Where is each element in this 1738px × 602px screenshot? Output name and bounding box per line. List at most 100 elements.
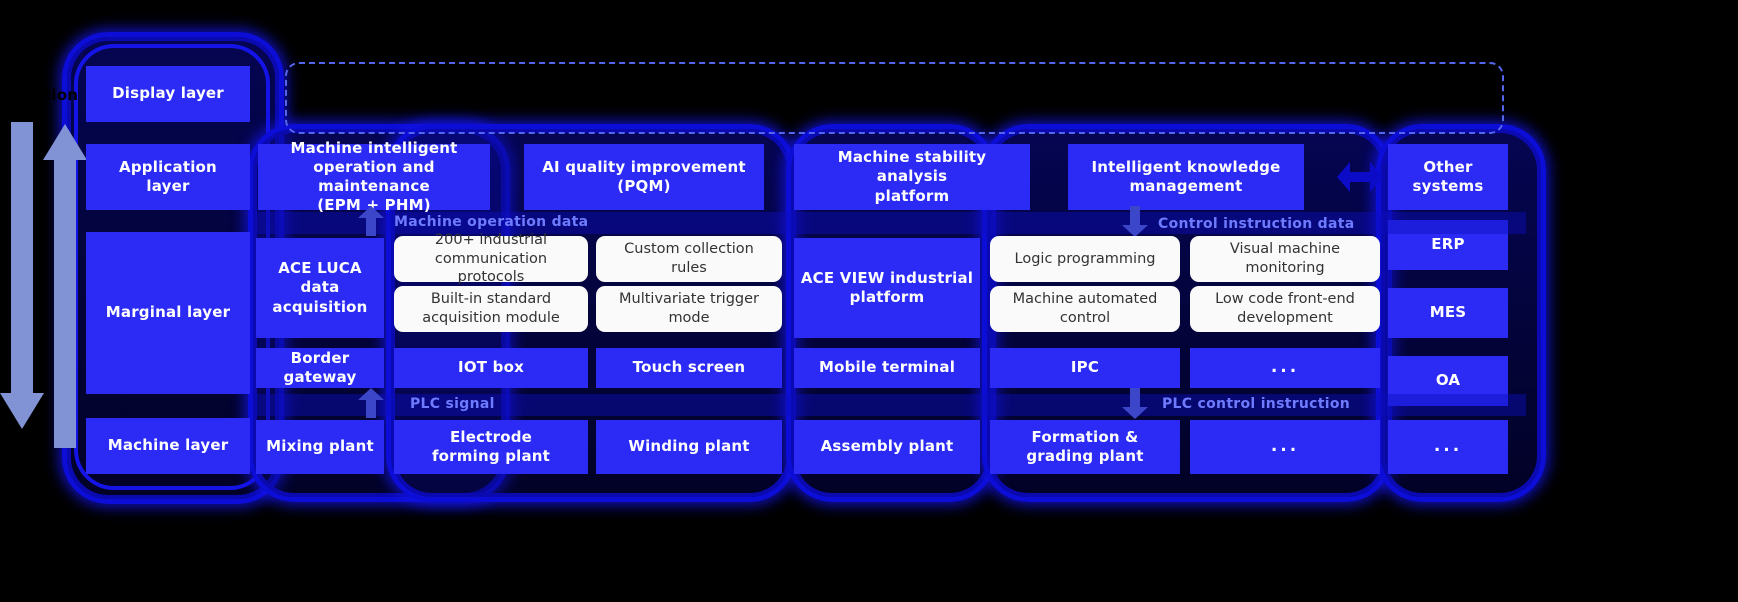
- marginal-card-visual-monitoring-line2: monitoring: [1245, 260, 1325, 276]
- bidirectional-arrow-icon: [1337, 162, 1383, 192]
- app-tile-knowledge-line2: management: [1129, 177, 1243, 195]
- machine-tile-electrode-plant-line2: forming plant: [431, 447, 551, 465]
- flow-band-upper: [256, 212, 1526, 234]
- right-tile-other-systems-line1: Other: [1423, 157, 1473, 176]
- marginal-tile-ace-view-line2: platform: [849, 288, 925, 306]
- right-tile-oa-text: OA: [1435, 371, 1461, 390]
- marginal-card-logic-programming-text: Logic programming: [1014, 250, 1156, 267]
- marginal-tile-ace-luca[interactable]: ACE LUCA data acquisition: [256, 238, 384, 338]
- marginal-tile-ace-luca-line1: ACE LUCA data: [278, 259, 362, 297]
- layer-label-marginal: Marginal layer: [86, 232, 250, 394]
- down-arrow-head: [0, 393, 44, 429]
- marginal-card-visual-monitoring-line1: Visual machine: [1229, 241, 1341, 258]
- marginal-card-low-code[interactable]: Low code front-end development: [1190, 286, 1380, 332]
- marginal-card-protocols-line2: communication protocols: [434, 250, 548, 286]
- device-tile-border-gateway[interactable]: Border gateway: [256, 348, 384, 388]
- device-tile-mobile-terminal[interactable]: Mobile terminal: [794, 348, 980, 388]
- machine-tile-more-right-text: ...: [1433, 436, 1463, 457]
- marginal-card-standard-module-line1: Built-in standard: [430, 291, 552, 308]
- machine-tile-mixing-plant-text: Mixing plant: [266, 437, 374, 456]
- marginal-card-logic-programming[interactable]: Logic programming: [990, 236, 1180, 282]
- app-tile-pqm-line2: (PQM): [617, 177, 671, 195]
- marginal-card-collection-rules[interactable]: Custom collection rules: [596, 236, 782, 282]
- plc-signal-arrow-icon: [358, 388, 384, 418]
- cut-off-label: tion: [44, 86, 79, 104]
- flow-label-control-instruction-data: Control instruction data: [1158, 216, 1355, 232]
- machine-tile-electrode-plant-line1: Electrode: [449, 427, 533, 446]
- machine-tile-more[interactable]: ...: [1190, 420, 1380, 474]
- right-tile-mes-text: MES: [1429, 303, 1467, 322]
- left-flow-arrows: [0, 60, 120, 530]
- machine-tile-winding-plant[interactable]: Winding plant: [596, 420, 782, 474]
- marginal-card-protocols[interactable]: 200+ industrial communication protocols: [394, 232, 588, 285]
- marginal-card-standard-module[interactable]: Built-in standard acquisition module: [394, 286, 588, 332]
- marginal-tile-ace-luca-line2: acquisition: [272, 297, 368, 316]
- marginal-card-protocols-line1: 200+ industrial: [434, 232, 548, 249]
- device-tile-border-gateway-text: Border gateway: [283, 348, 357, 386]
- marginal-card-automated-control-line1: Machine automated: [1012, 291, 1158, 308]
- app-tile-knowledge-line1: Intelligent knowledge: [1091, 157, 1281, 176]
- marginal-tile-ace-view[interactable]: ACE VIEW industrial platform: [794, 238, 980, 338]
- device-tile-mobile-terminal-text: Mobile terminal: [818, 358, 956, 377]
- flow-label-plc-control-instruction: PLC control instruction: [1162, 396, 1351, 412]
- machine-tile-winding-plant-text: Winding plant: [628, 437, 750, 456]
- flow-label-plc-signal: PLC signal: [410, 396, 495, 412]
- right-tile-mes[interactable]: MES: [1388, 288, 1508, 338]
- right-tile-other-systems[interactable]: Other systems: [1388, 144, 1508, 210]
- layer-label-application-line2: layer: [146, 177, 190, 195]
- layer-label-display: Display layer: [86, 66, 250, 122]
- machine-tile-assembly-plant[interactable]: Assembly plant: [794, 420, 980, 474]
- app-tile-epm-phm-line2: operation and maintenance: [313, 157, 435, 195]
- layer-label-application-line1: Application: [119, 157, 217, 176]
- device-tile-more[interactable]: ...: [1190, 348, 1380, 388]
- flow-band-lower: [256, 394, 1526, 416]
- layer-label-marginal-text: Marginal layer: [105, 303, 231, 322]
- right-tile-erp-text: ERP: [1431, 235, 1465, 254]
- app-tile-stability-line2: platform: [874, 186, 950, 205]
- app-tile-knowledge[interactable]: Intelligent knowledge management: [1068, 144, 1304, 210]
- machine-tile-formation-plant[interactable]: Formation & grading plant: [990, 420, 1180, 474]
- machine-operation-data-arrow-icon: [358, 206, 384, 236]
- device-tile-more-text: ...: [1270, 357, 1300, 378]
- marginal-tile-ace-view-line1: ACE VIEW industrial: [800, 268, 974, 287]
- down-arrow-stem: [11, 122, 33, 397]
- device-tile-iot-box[interactable]: IOT box: [394, 348, 588, 388]
- device-tile-touch-screen[interactable]: Touch screen: [596, 348, 782, 388]
- marginal-card-automated-control[interactable]: Machine automated control: [990, 286, 1180, 332]
- marginal-card-visual-monitoring[interactable]: Visual machine monitoring: [1190, 236, 1380, 282]
- app-tile-epm-phm-line1: Machine intelligent: [290, 138, 458, 157]
- display-layer-dashed-frame: [285, 62, 1504, 134]
- marginal-card-standard-module-line2: acquisition module: [422, 310, 560, 326]
- device-tile-touch-screen-text: Touch screen: [632, 358, 746, 377]
- app-tile-stability[interactable]: Machine stability analysis platform: [794, 144, 1030, 210]
- marginal-card-trigger-mode[interactable]: Multivariate trigger mode: [596, 286, 782, 332]
- device-tile-ipc[interactable]: IPC: [990, 348, 1180, 388]
- marginal-card-automated-control-line2: control: [1059, 310, 1111, 326]
- marginal-card-collection-rules-line1: Custom collection: [624, 241, 754, 258]
- marginal-card-trigger-mode-line2: mode: [668, 310, 710, 326]
- flow-label-machine-operation-data: Machine operation data: [394, 214, 589, 230]
- machine-tile-formation-plant-line2: grading plant: [1026, 447, 1144, 465]
- marginal-card-trigger-mode-line1: Multivariate trigger: [619, 291, 759, 308]
- app-tile-epm-phm-line3: (EPM + PHM): [317, 196, 431, 215]
- machine-tile-formation-plant-line1: Formation &: [1031, 427, 1139, 446]
- marginal-card-collection-rules-line2: rules: [671, 260, 707, 276]
- machine-tile-more-right[interactable]: ...: [1388, 420, 1508, 474]
- up-arrow-head: [43, 124, 87, 160]
- right-tile-erp[interactable]: ERP: [1388, 220, 1508, 270]
- layer-label-display-text: Display layer: [112, 84, 224, 103]
- machine-tile-electrode-plant[interactable]: Electrode forming plant: [394, 420, 588, 474]
- layer-label-machine: Machine layer: [86, 418, 250, 474]
- right-tile-oa[interactable]: OA: [1388, 356, 1508, 406]
- app-tile-epm-phm[interactable]: Machine intelligent operation and mainte…: [258, 139, 490, 214]
- app-tile-pqm-line1: AI quality improvement: [542, 157, 746, 176]
- right-tile-other-systems-line2: systems: [1412, 177, 1484, 195]
- layer-label-machine-text: Machine layer: [107, 436, 229, 455]
- machine-tile-mixing-plant[interactable]: Mixing plant: [256, 420, 384, 474]
- layer-label-application: Application layer: [86, 144, 250, 210]
- marginal-card-low-code-line2: development: [1237, 310, 1333, 326]
- app-tile-stability-line1: Machine stability analysis: [837, 148, 987, 186]
- device-tile-ipc-text: IPC: [1070, 358, 1100, 377]
- app-tile-pqm[interactable]: AI quality improvement (PQM): [524, 144, 764, 210]
